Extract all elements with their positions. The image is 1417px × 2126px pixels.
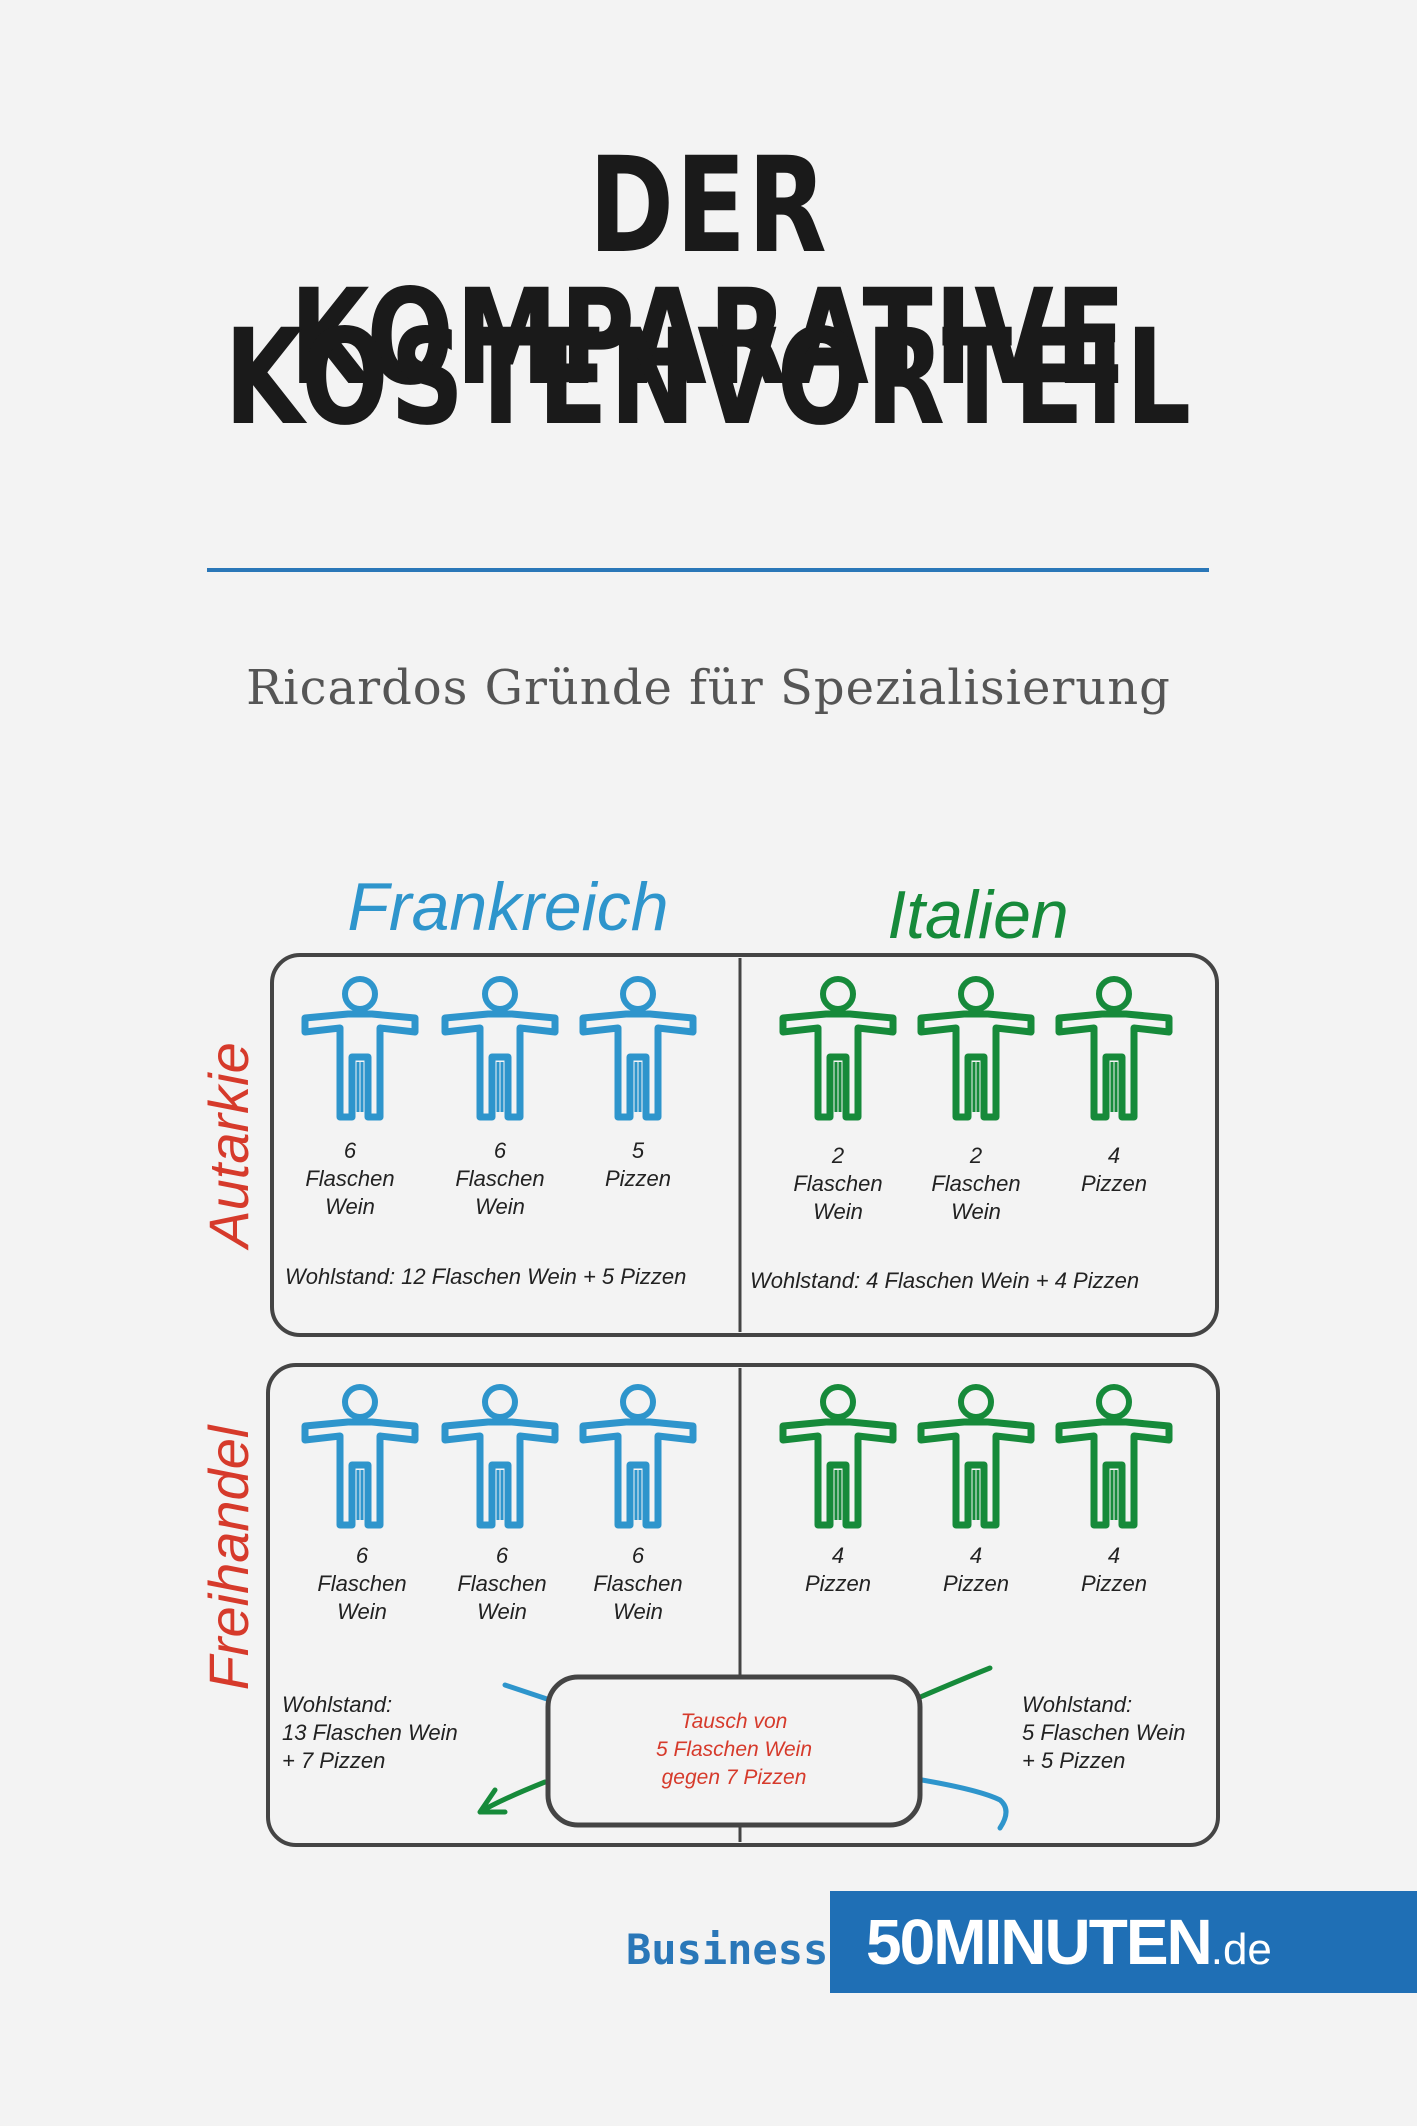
- person-icon-italy-trade-1: [783, 1387, 893, 1525]
- person-icon-italy-autarky-2: [921, 979, 1031, 1117]
- caption-line: Pizzen: [605, 1166, 671, 1191]
- italy-trade-wealth-line: + 5 Pizzen: [1022, 1748, 1125, 1773]
- caption-line: Wein: [813, 1199, 863, 1224]
- free-trade-box: [266, 1363, 1220, 1847]
- brand-category-label: Business: [626, 1925, 829, 1974]
- trade-text-line: Tausch von: [681, 1710, 788, 1733]
- caption-line: Flaschen: [317, 1571, 406, 1596]
- autarky-box: [270, 953, 1219, 1337]
- person-icon-france-trade-1: [305, 1387, 415, 1525]
- brand-logo: 50MINUTEN.de: [830, 1891, 1417, 1993]
- caption-num: 6: [632, 1543, 645, 1568]
- brand-logo-main: 50MINUTEN: [866, 1906, 1213, 1978]
- trade-arrow-france-in: [502, 1682, 553, 1703]
- caption-line: Flaschen: [457, 1571, 546, 1596]
- france-trade-wealth-line: + 7 Pizzen: [282, 1748, 385, 1773]
- france-trade-wealth-line: Wohlstand:: [282, 1692, 392, 1717]
- cover-subtitle: Ricardos Gründe für Spezialisierung: [246, 660, 1171, 716]
- person-icon-italy-autarky-1: [783, 979, 893, 1117]
- caption-num: 2: [969, 1143, 982, 1168]
- person-icon-france-trade-2: [445, 1387, 555, 1525]
- caption-line: Wein: [951, 1199, 1001, 1224]
- caption-num: 4: [1108, 1543, 1120, 1568]
- italy-trade-wealth-line: Wohlstand:: [1022, 1692, 1132, 1717]
- caption-line: Wein: [477, 1599, 527, 1624]
- caption-line: Pizzen: [1081, 1571, 1147, 1596]
- caption-line: Wein: [475, 1194, 525, 1219]
- country-label-italy: Italien: [887, 877, 1068, 953]
- caption-line: Pizzen: [943, 1571, 1009, 1596]
- italy-trade-wealth-line: 5 Flaschen Wein: [1022, 1720, 1185, 1745]
- caption-line: Flaschen: [931, 1171, 1020, 1196]
- person-icon-france-trade-3: [583, 1387, 693, 1525]
- trade-box: [545, 1674, 923, 1828]
- france-trade-wealth-line: 13 Flaschen Wein: [282, 1720, 458, 1745]
- trade-arrow-pizza-return: [919, 1777, 1009, 1831]
- person-icon-italy-trade-2: [921, 1387, 1031, 1525]
- caption-line: Wein: [613, 1599, 663, 1624]
- country-label-france: Frankreich: [347, 869, 668, 945]
- row-label-free-trade: Freihandel: [197, 1424, 260, 1690]
- caption-num: 6: [496, 1543, 509, 1568]
- trade-text-line: gegen 7 Pizzen: [662, 1766, 807, 1789]
- person-icon-france-autarky-2: [445, 979, 555, 1117]
- caption-num: 6: [344, 1138, 357, 1163]
- italy-autarky-wealth: Wohlstand: 4 Flaschen Wein + 4 Pizzen: [750, 1268, 1139, 1293]
- person-icon-italy-trade-3: [1059, 1387, 1169, 1525]
- caption-num: 4: [970, 1543, 982, 1568]
- caption-line: Flaschen: [593, 1571, 682, 1596]
- caption-num: 6: [494, 1138, 507, 1163]
- cover-title-line-2: KOSTENVORTEIL: [224, 301, 1193, 455]
- caption-line: Flaschen: [305, 1166, 394, 1191]
- trade-arrow-italy-in: [915, 1665, 993, 1701]
- france-autarky-wealth: Wohlstand: 12 Flaschen Wein + 5 Pizzen: [285, 1264, 686, 1289]
- caption-line: Wein: [337, 1599, 387, 1624]
- caption-num: 4: [1108, 1143, 1120, 1168]
- person-icon-italy-autarky-3: [1059, 979, 1169, 1117]
- trade-text-line: 5 Flaschen Wein: [656, 1738, 812, 1761]
- caption-num: 6: [356, 1543, 369, 1568]
- caption-num: 2: [831, 1143, 844, 1168]
- caption-line: Flaschen: [455, 1166, 544, 1191]
- caption-line: Wein: [325, 1194, 375, 1219]
- row-label-autarky: Autarkie: [197, 1042, 260, 1250]
- brand-logo-suffix: .de: [1210, 1925, 1272, 1974]
- caption-line: Flaschen: [793, 1171, 882, 1196]
- person-icon-france-autarky-1: [305, 979, 415, 1117]
- caption-num: 5: [632, 1138, 645, 1163]
- caption-line: Pizzen: [1081, 1171, 1147, 1196]
- person-icon-france-autarky-3: [583, 979, 693, 1117]
- divider-rule: [207, 568, 1209, 572]
- caption-num: 4: [832, 1543, 844, 1568]
- trade-arrow-wine-return: [477, 1779, 548, 1815]
- cover-title-line-1: DER KOMPARATIVE: [289, 129, 1128, 415]
- caption-line: Pizzen: [805, 1571, 871, 1596]
